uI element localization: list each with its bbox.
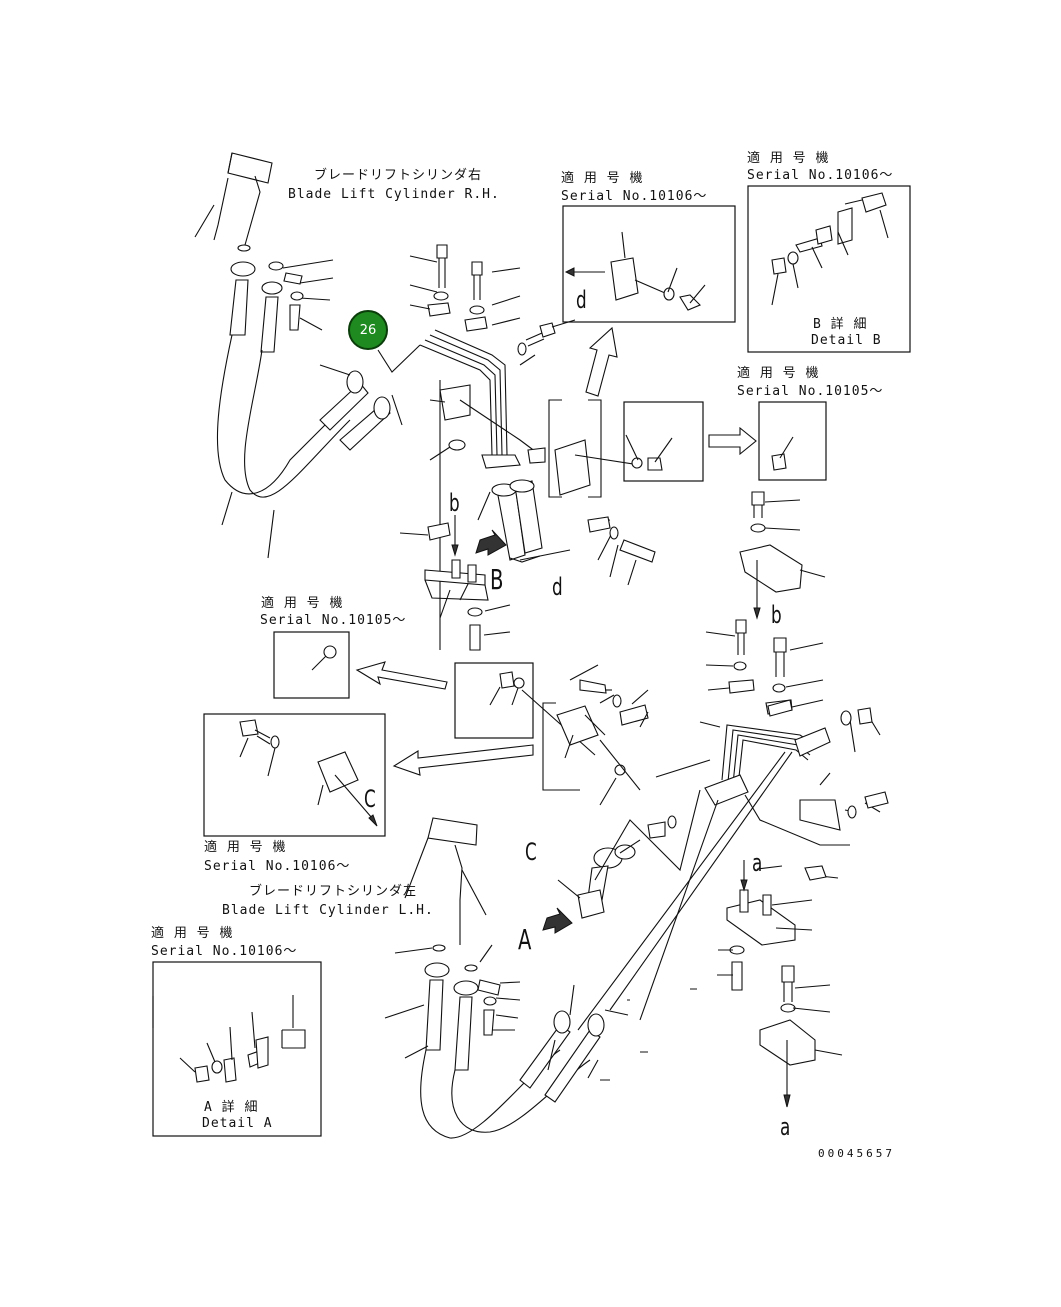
serial-jp-right: 適 用 号 機 — [737, 366, 820, 381]
leader-line — [717, 899, 843, 1056]
hatched-arrow-a — [542, 907, 573, 934]
lh-cylinder-title-en: Blade Lift Cylinder L.H. — [222, 903, 434, 918]
washer — [323, 645, 337, 659]
clamp — [587, 516, 611, 533]
nut — [499, 671, 515, 689]
clamp — [767, 699, 793, 717]
serial-c: Serial No.10106～ — [204, 859, 351, 874]
inner-box-nut — [623, 401, 704, 482]
leader-line — [439, 589, 511, 636]
rh-cylinder-title-jp: ブレードリフトシリンダ右 — [314, 168, 483, 183]
leader-line — [557, 839, 641, 899]
direction-arrow-up — [585, 326, 618, 397]
direction-arrow-left-upper — [355, 661, 448, 690]
leader-line — [779, 436, 794, 459]
leader-line — [311, 655, 327, 671]
direction-arrow-right — [708, 426, 757, 456]
hatched-arrow-b — [475, 529, 507, 556]
detail-box-b — [747, 185, 911, 353]
leader-line — [771, 209, 889, 306]
callout-d-box: d — [576, 286, 587, 314]
detail-b-jp: B 詳 細 — [813, 317, 868, 332]
detail-a-en: Detail A — [202, 1116, 273, 1131]
callout-b-right: b — [771, 601, 782, 629]
leader-line — [621, 231, 706, 304]
bracket-stand-a — [726, 860, 816, 1108]
bracket-stand — [424, 515, 489, 651]
detail-b-parts — [771, 192, 887, 275]
detail-box-c — [203, 713, 386, 837]
leader-line — [384, 944, 629, 1081]
cylinder-lh — [404, 817, 605, 1139]
hydraulic-pipe-group — [419, 329, 663, 650]
direction-arrow-left-lower — [392, 744, 534, 776]
detail-c-parts — [239, 719, 378, 827]
bracket — [556, 705, 599, 746]
leader-line — [409, 255, 673, 463]
bracket-box-upper — [548, 399, 602, 498]
detail-b-en: Detail B — [811, 333, 882, 348]
bracket-box-lower — [542, 702, 580, 791]
detail-box-d — [562, 205, 736, 323]
lh-cylinder-title-jp: ブレードリフトシリンダ左 — [249, 884, 418, 899]
hose-lower — [577, 789, 701, 919]
part-marker-26[interactable]: 26 — [348, 310, 388, 350]
serial-jp-d: 適 用 号 機 — [561, 171, 644, 186]
hydraulic-pipe-right — [577, 679, 850, 1031]
drawing-code: 00045657 — [818, 1147, 895, 1160]
callout-a-mid: a — [752, 849, 763, 877]
serial-left: Serial No.10105～ — [260, 613, 407, 628]
callout-c-box: C — [364, 785, 376, 813]
serial-b: Serial No.10106～ — [747, 168, 894, 183]
leader-line — [705, 499, 826, 708]
callout-a-bottom: a — [780, 1113, 791, 1141]
serial-d: Serial No.10106～ — [561, 189, 708, 204]
serial-a: Serial No.10106～ — [151, 944, 298, 959]
rh-cylinder-title-en: Blade Lift Cylinder R.H. — [288, 187, 500, 202]
serial-jp-a: 適 用 号 機 — [151, 926, 234, 941]
serial-jp-c: 適 用 号 機 — [204, 840, 287, 855]
detail-a-parts — [194, 1029, 306, 1083]
detail-box-serial-left — [273, 631, 350, 699]
detail-d-parts — [564, 257, 701, 311]
callout-B-big: B — [490, 563, 504, 596]
nut — [771, 453, 787, 471]
inner-box-washer — [454, 662, 534, 739]
callout-d-mid: d — [552, 573, 563, 601]
callout-c-mid: C — [525, 838, 537, 866]
hose-center — [491, 479, 543, 563]
serial-right: Serial No.10105～ — [737, 384, 884, 399]
callout-b-top: b — [449, 489, 460, 517]
detail-a-jp: A 詳 細 — [204, 1100, 259, 1115]
detail-box-serial-right — [758, 401, 827, 481]
serial-jp-b: 適 用 号 機 — [747, 151, 830, 166]
serial-jp-left: 適 用 号 機 — [261, 596, 344, 611]
leader-line — [194, 204, 421, 559]
leader-line — [239, 737, 324, 806]
detail-box-a — [152, 961, 322, 1137]
leader-line — [564, 714, 606, 759]
bolt-group-top — [427, 244, 556, 356]
callout-A-big: A — [518, 923, 532, 956]
cylinder-rh — [213, 152, 391, 498]
bolt-cover-group — [728, 491, 803, 715]
leader-line — [152, 995, 294, 1073]
